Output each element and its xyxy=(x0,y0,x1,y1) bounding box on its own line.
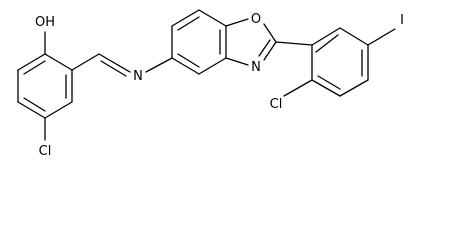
bond xyxy=(44,101,73,119)
bond xyxy=(145,57,173,73)
bond xyxy=(225,57,249,66)
bond xyxy=(283,79,313,97)
bond xyxy=(171,9,200,27)
molecule-structure: OH Cl N O N Cl I xyxy=(17,9,404,159)
bond xyxy=(311,27,341,46)
bond xyxy=(225,18,249,27)
bond xyxy=(100,60,127,77)
bonds xyxy=(17,9,396,141)
bond xyxy=(177,53,200,68)
bond xyxy=(311,79,341,97)
bond xyxy=(339,27,369,46)
bond xyxy=(263,41,277,61)
bond xyxy=(44,53,73,71)
oxazole-nitrogen-label: N xyxy=(251,60,261,75)
bond xyxy=(198,57,227,75)
hydroxyl-label: OH xyxy=(35,15,55,30)
imine-nitrogen-label: N xyxy=(133,69,143,84)
bond xyxy=(98,53,131,73)
bond xyxy=(315,34,339,53)
bond xyxy=(317,75,341,90)
bond xyxy=(258,39,271,57)
bond xyxy=(198,9,227,27)
atom-labels: OH Cl N O N Cl I xyxy=(35,12,404,159)
iodine-label: I xyxy=(400,13,404,28)
bond xyxy=(23,60,46,75)
bond xyxy=(17,53,46,71)
bond xyxy=(17,101,46,119)
bond xyxy=(71,53,100,71)
bond xyxy=(367,28,396,46)
bond xyxy=(263,23,277,43)
oxazole-oxygen-label: O xyxy=(251,12,261,27)
bond xyxy=(177,16,200,31)
bond xyxy=(23,97,46,112)
bond xyxy=(171,57,200,75)
bond xyxy=(339,79,369,97)
bond xyxy=(275,41,313,46)
chlorine-label-right: Cl xyxy=(270,97,283,112)
chlorine-label-left: Cl xyxy=(39,144,52,159)
